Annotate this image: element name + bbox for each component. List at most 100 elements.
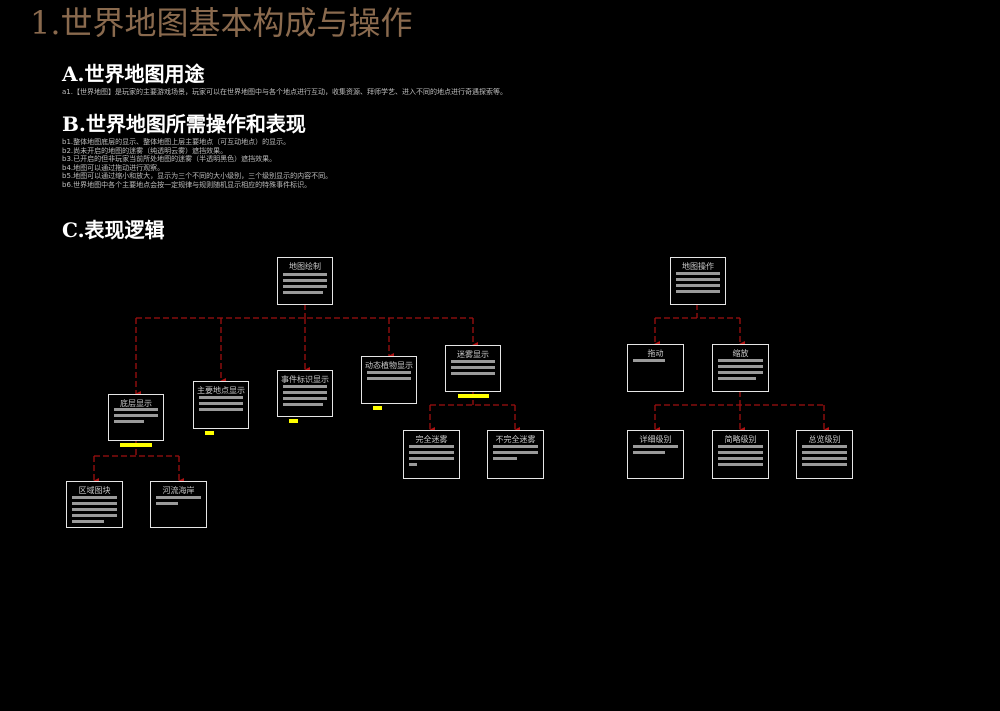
text-placeholder-bar	[199, 396, 243, 399]
text-placeholder-bar	[451, 360, 495, 363]
text-placeholder-bar	[114, 414, 158, 417]
node-total-level: 总览级别	[796, 430, 853, 479]
section-c-heading: C.表现逻辑	[62, 218, 165, 242]
text-placeholder-bar	[676, 284, 720, 287]
node-label: 不完全迷雾	[495, 435, 536, 444]
page-title: 1.世界地图基本构成与操作	[30, 4, 413, 42]
node-fog-display: 迷雾显示	[445, 345, 501, 392]
node-label: 详细级别	[639, 435, 672, 444]
text-placeholder-bar	[633, 445, 678, 448]
text-placeholder-bar	[718, 451, 763, 454]
text-placeholder-bar	[199, 402, 243, 405]
text-placeholder-bar	[283, 285, 327, 288]
section-b-line-1: b1.整体地图底层的显示、整体地图上层主要地点（可互动地点）的显示。	[62, 138, 291, 146]
text-placeholder-bar	[283, 279, 327, 282]
node-label: 总览级别	[808, 435, 841, 444]
section-b-heading: B.世界地图所需操作和表现	[62, 112, 306, 136]
text-placeholder-bar	[493, 445, 538, 448]
highlight-tag	[205, 431, 214, 435]
text-placeholder-bar	[718, 463, 763, 466]
text-placeholder-bar	[283, 391, 327, 394]
text-placeholder-bar	[718, 445, 763, 448]
node-detail-level: 详细级别	[627, 430, 684, 479]
section-a-heading: A.世界地图用途	[62, 62, 205, 86]
node-label: 拖动	[647, 349, 664, 358]
text-placeholder-bar	[72, 514, 117, 517]
text-placeholder-bar	[409, 463, 417, 466]
section-b-line-5: b5.地图可以通过缩小和放大，显示为三个不同的大小级别，三个级别显示的内容不同。	[62, 172, 333, 180]
node-map-ops: 地图操作	[670, 257, 726, 305]
node-label: 区域图块	[78, 486, 111, 495]
node-label: 动态植物显示	[365, 361, 413, 370]
text-placeholder-bar	[718, 377, 756, 380]
node-zoom: 缩放	[712, 344, 769, 392]
node-label: 简略级别	[724, 435, 757, 444]
node-label: 底层显示	[120, 399, 152, 408]
text-placeholder-bar	[283, 403, 323, 406]
text-placeholder-bar	[802, 445, 847, 448]
node-label: 地图操作	[682, 262, 714, 271]
text-placeholder-bar	[367, 377, 411, 380]
highlight-tag	[458, 394, 489, 398]
node-fog-partial: 不完全迷雾	[487, 430, 544, 479]
node-brief-level: 简略级别	[712, 430, 769, 479]
text-placeholder-bar	[802, 457, 847, 460]
node-map-draw: 地图绘制	[277, 257, 333, 305]
text-placeholder-bar	[114, 420, 144, 423]
section-b-line-6: b6.世界地图中各个主要地点会按一定规律与规则随机显示相应的特殊事件标识。	[62, 180, 312, 189]
node-label: 缩放	[732, 349, 749, 358]
text-placeholder-bar	[676, 272, 720, 275]
highlight-tag	[373, 406, 382, 410]
section-b-line-4: b4.地图可以通过拖动进行观察。	[62, 163, 165, 172]
text-placeholder-bar	[409, 457, 454, 460]
text-placeholder-bar	[283, 397, 327, 400]
text-placeholder-bar	[156, 496, 201, 499]
text-placeholder-bar	[802, 463, 847, 466]
node-label: 事件标识显示	[281, 375, 329, 384]
node-fog-full: 完全迷雾	[403, 430, 460, 479]
text-placeholder-bar	[718, 457, 763, 460]
node-event-marks: 事件标识显示	[277, 370, 333, 417]
node-main-points: 主要地点显示	[193, 381, 249, 429]
node-river-coast: 河流海岸	[150, 481, 207, 528]
node-label: 地图绘制	[289, 262, 321, 271]
node-drag: 拖动	[627, 344, 684, 392]
node-dynamic-decor: 动态植物显示	[361, 356, 417, 404]
node-base-display: 底层显示	[108, 394, 164, 441]
text-placeholder-bar	[283, 385, 327, 388]
node-region-tiles: 区域图块	[66, 481, 123, 528]
node-label: 完全迷雾	[415, 435, 448, 444]
text-placeholder-bar	[199, 408, 243, 411]
text-placeholder-bar	[633, 451, 665, 454]
text-placeholder-bar	[114, 408, 158, 411]
text-placeholder-bar	[72, 508, 117, 511]
text-placeholder-bar	[676, 278, 720, 281]
text-placeholder-bar	[283, 291, 323, 294]
text-placeholder-bar	[409, 445, 454, 448]
text-placeholder-bar	[451, 366, 495, 369]
section-b-line-3: b3.已开启的但非玩家当前所处地图的迷雾（半透明黑色）遮挡效果。	[62, 155, 277, 163]
text-placeholder-bar	[633, 359, 665, 362]
text-placeholder-bar	[493, 451, 538, 454]
section-a-line-1: a1.【世界地图】是玩家的主要游戏场景，玩家可以在世界地图中与各个地点进行互动，…	[62, 88, 507, 96]
text-placeholder-bar	[409, 451, 454, 454]
highlight-tag	[120, 443, 152, 447]
text-placeholder-bar	[72, 502, 117, 505]
text-placeholder-bar	[72, 520, 104, 523]
node-label: 迷雾显示	[457, 350, 489, 359]
node-label: 主要地点显示	[197, 386, 245, 395]
text-placeholder-bar	[156, 502, 178, 505]
text-placeholder-bar	[493, 457, 517, 460]
text-placeholder-bar	[718, 365, 763, 368]
text-placeholder-bar	[72, 496, 117, 499]
text-placeholder-bar	[718, 359, 763, 362]
text-placeholder-bar	[367, 371, 411, 374]
highlight-tag	[289, 419, 298, 423]
text-placeholder-bar	[802, 451, 847, 454]
text-placeholder-bar	[676, 290, 720, 293]
text-placeholder-bar	[451, 372, 495, 375]
section-b-line-2: b2.尚未开启的地图的迷雾（纯透明云雾）遮挡效果。	[62, 146, 228, 155]
node-label: 河流海岸	[162, 486, 195, 495]
text-placeholder-bar	[283, 273, 327, 276]
